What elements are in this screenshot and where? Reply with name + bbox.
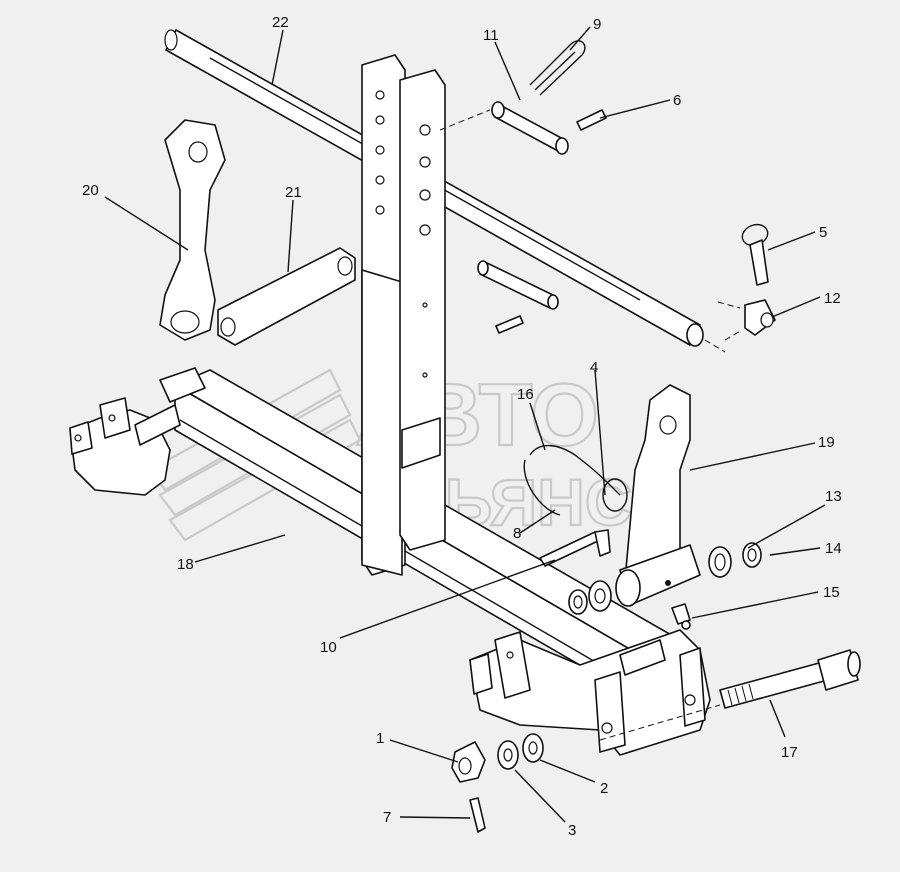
label-20: 20 [82, 182, 99, 199]
label-2: 2 [600, 780, 608, 797]
part-6-key [576, 109, 607, 131]
label-14: 14 [825, 540, 842, 557]
part-11-pin [439, 101, 569, 155]
label-22: 22 [272, 14, 289, 31]
label-4: 4 [590, 359, 598, 376]
part-1-nut [451, 741, 486, 783]
label-16: 16 [517, 386, 534, 403]
arm-bushings [568, 580, 612, 615]
label-21: 21 [285, 184, 302, 201]
part-8-l-pin [539, 529, 611, 567]
vertical-post-outer [361, 54, 406, 576]
label-1: 1 [376, 730, 384, 747]
part-19-right-arm [615, 384, 701, 607]
label-15: 15 [823, 584, 840, 601]
label-18: 18 [177, 556, 194, 573]
leader-lines [104, 26, 826, 823]
callout-labels: 1 2 3 4 5 6 7 8 9 10 11 12 13 14 15 16 1… [82, 14, 842, 839]
right-lower-bracket [469, 629, 711, 756]
label-5: 5 [819, 224, 827, 241]
mid-pin [477, 260, 559, 334]
label-3: 3 [568, 822, 576, 839]
label-13: 13 [825, 488, 842, 505]
part-13-bushing [708, 546, 732, 578]
vertical-post-inner [399, 69, 446, 551]
part-3-washer [497, 740, 519, 770]
label-17: 17 [781, 744, 798, 761]
part-16-chain [523, 444, 628, 516]
left-hook-bracket [69, 367, 206, 496]
label-8: 8 [513, 525, 521, 542]
part-21-link-bar [217, 247, 356, 346]
part-20-lift-arm [159, 119, 226, 341]
part-17-bolt [599, 649, 861, 741]
label-6: 6 [673, 92, 681, 109]
part-12-collar [717, 299, 776, 341]
label-9: 9 [593, 16, 601, 33]
part-14-washer [742, 542, 762, 568]
label-11: 11 [483, 27, 499, 44]
label-7: 7 [383, 809, 391, 826]
part-9-spring-clip [529, 40, 586, 96]
label-19: 19 [818, 434, 835, 451]
part-15-grease-fitting [671, 603, 691, 630]
part-7-cotter-pin [469, 797, 486, 833]
label-10: 10 [320, 639, 337, 656]
part-5-ring-pin [741, 223, 769, 286]
part-2-washer [522, 733, 544, 763]
label-12: 12 [824, 290, 841, 307]
